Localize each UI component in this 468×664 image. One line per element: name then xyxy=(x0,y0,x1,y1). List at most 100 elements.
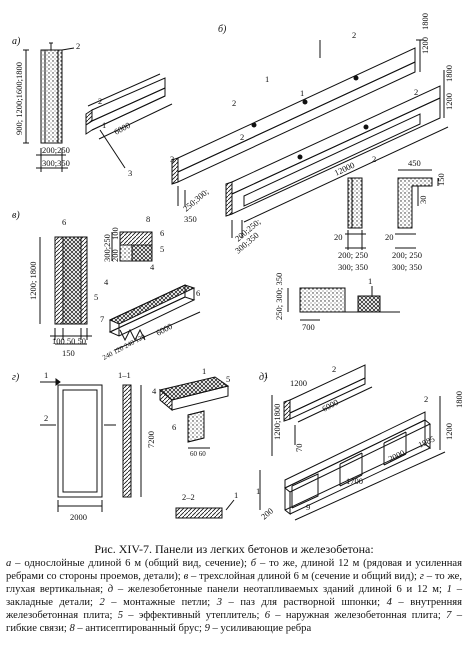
d-callout-9: 9 xyxy=(306,502,310,512)
v-length: 6000 xyxy=(154,321,174,338)
v-callout-4b: 4 xyxy=(104,277,109,287)
d-callout-2b: 2 xyxy=(424,394,428,404)
d-height-3: 1800 xyxy=(454,391,464,408)
caption-key-4: 4 xyxy=(386,597,392,608)
g-section-11: 1–1 xyxy=(118,370,131,380)
panel-b-sections xyxy=(345,169,439,250)
bs-dim-150: 150 xyxy=(436,173,446,186)
d-dim-200: 200 xyxy=(259,506,275,522)
caption-key-6: 6 xyxy=(264,610,271,621)
bs-dim-30: 30 xyxy=(418,196,428,205)
a-callout-3: 3 xyxy=(128,168,132,178)
v-dim-200: 200 xyxy=(110,249,120,262)
a-callout-1: 1 xyxy=(102,120,106,130)
bd-dim-700: 700 xyxy=(302,322,315,332)
bs-dim-20b: 20 xyxy=(385,232,394,242)
caption-text-6: – наружная железобетонная плита; xyxy=(270,610,447,621)
label-panel-a: а) xyxy=(12,36,21,47)
panel-d xyxy=(259,364,446,521)
b-callout-2d: 2 xyxy=(240,132,244,142)
d-length-6000: 6000 xyxy=(320,397,340,414)
v-dim-100: 100 xyxy=(110,227,120,240)
bs-dim-300a: 300; 350 xyxy=(338,262,368,272)
label-panel-v: в) xyxy=(12,210,20,221)
d-length-1985: 1985 xyxy=(417,434,437,450)
caption-text-d: – железобетонные панели неотапливаемых з… xyxy=(113,584,447,595)
caption-key-8: 8 xyxy=(69,623,75,634)
b-height-2: 1800 xyxy=(420,13,430,30)
v-height: 1200; 1800 xyxy=(28,262,38,301)
caption-text-1: – закладные детали; xyxy=(6,584,462,608)
v-top-dims: 300;250 xyxy=(102,234,112,262)
d-width-1200: 1200 xyxy=(290,378,307,388)
d-dim-70: 70 xyxy=(294,444,304,453)
caption-key-1: 1 xyxy=(446,584,452,595)
bd-height: 250; 300; 350 xyxy=(274,273,284,320)
b-callout-2: 2 xyxy=(352,30,356,40)
panel-v xyxy=(39,231,201,351)
g-mark-2: 2 xyxy=(44,413,48,423)
b-thick-left-2: 350 xyxy=(184,214,197,224)
v-callout-7: 7 xyxy=(100,314,104,324)
g-dims-60: 60 60 xyxy=(190,450,206,458)
caption-key-3: 3 xyxy=(216,597,223,608)
bs-dim-20a: 20 xyxy=(334,232,343,242)
v-callout-6: 6 xyxy=(62,217,66,227)
a-height-dims: 900; 1200;1600;1800 xyxy=(14,62,24,135)
bs-dim-200b: 200; 250 xyxy=(392,250,422,260)
label-panel-d: д) xyxy=(259,372,268,383)
caption-text-4: – внутренняя железобетонная плита; xyxy=(6,597,462,621)
caption-key-2: 2 xyxy=(99,597,105,608)
label-panel-b: б) xyxy=(218,24,227,35)
g-width: 2000 xyxy=(70,512,87,522)
caption-key-g: г xyxy=(419,571,424,582)
bd-callout-1: 1 xyxy=(368,276,372,286)
d-callout-1: 1 xyxy=(264,370,268,380)
g-section-22: 2–2 xyxy=(182,492,195,502)
caption-text-5: – эффективный утеплитель; xyxy=(122,610,265,621)
a-callout-2: 2 xyxy=(76,41,80,51)
caption-text-2: – монтажные петли; xyxy=(104,597,217,608)
caption-key-a: а xyxy=(6,558,12,569)
caption-text-b: – то же, длиной 12 м (рядовая и усиленна… xyxy=(6,558,463,582)
v-dims-small: 240 120 240 120 xyxy=(101,332,147,361)
v-callout-6b: 6 xyxy=(160,228,164,238)
d-length-1700: 1700 xyxy=(346,476,363,486)
caption-text-g: – то же, глухая вертикальная; xyxy=(6,571,462,595)
a-thickness-1: 200;250 xyxy=(42,145,70,155)
g-callout-1: 1 xyxy=(202,366,206,376)
technical-figure: а) б) в) г) д) 900; 1200;1600;1800 200;2… xyxy=(12,13,464,522)
caption-key-7: 7 xyxy=(446,610,452,621)
bs-dim-300b: 300; 350 xyxy=(392,262,422,272)
bs-dim-200a: 200; 250 xyxy=(338,250,368,260)
d-length-2000: 2000 xyxy=(387,448,407,464)
panel-g xyxy=(40,376,235,519)
caption-title: Рис. XIV-7. Панели из легких бетонов и ж… xyxy=(94,542,374,556)
v-bottom-total: 150 xyxy=(62,348,75,358)
b-callout-1b: 1 xyxy=(300,88,304,98)
d-callout-2: 2 xyxy=(332,364,336,374)
g-callout-5: 5 xyxy=(226,374,230,384)
caption-key-9: 9 xyxy=(204,623,210,634)
g-mark-1: 1 xyxy=(44,370,48,380)
d-height-1: 1200;1800 xyxy=(272,404,282,440)
caption-text-3: – паз для растворной шпонки; xyxy=(222,597,387,608)
v-callout-5b: 5 xyxy=(94,292,98,302)
panel-a xyxy=(23,42,173,172)
b-callout-3: 3 xyxy=(170,154,174,164)
v-callout-8: 8 xyxy=(146,214,150,224)
d-height-2: 1200 xyxy=(444,423,454,440)
caption-text-8: – антисептированный брус; xyxy=(74,623,205,634)
b-callout-1: 1 xyxy=(265,74,269,84)
v-callout-5: 5 xyxy=(160,244,164,254)
panel-b xyxy=(171,39,449,238)
bs-callout-2: 2 xyxy=(372,154,376,164)
v-callout-4: 4 xyxy=(150,262,155,272)
caption-key-d: д xyxy=(107,584,114,595)
label-panel-g: г) xyxy=(12,372,20,383)
v-bottom-dims: 100 50 50 xyxy=(52,336,86,346)
b-callout-2b: 2 xyxy=(232,98,236,108)
g-callout-6: 6 xyxy=(172,422,176,432)
figure-caption: Рис. XIV-7. Панели из легких бетонов и ж… xyxy=(6,543,462,635)
g-height: 7200 xyxy=(146,431,156,448)
